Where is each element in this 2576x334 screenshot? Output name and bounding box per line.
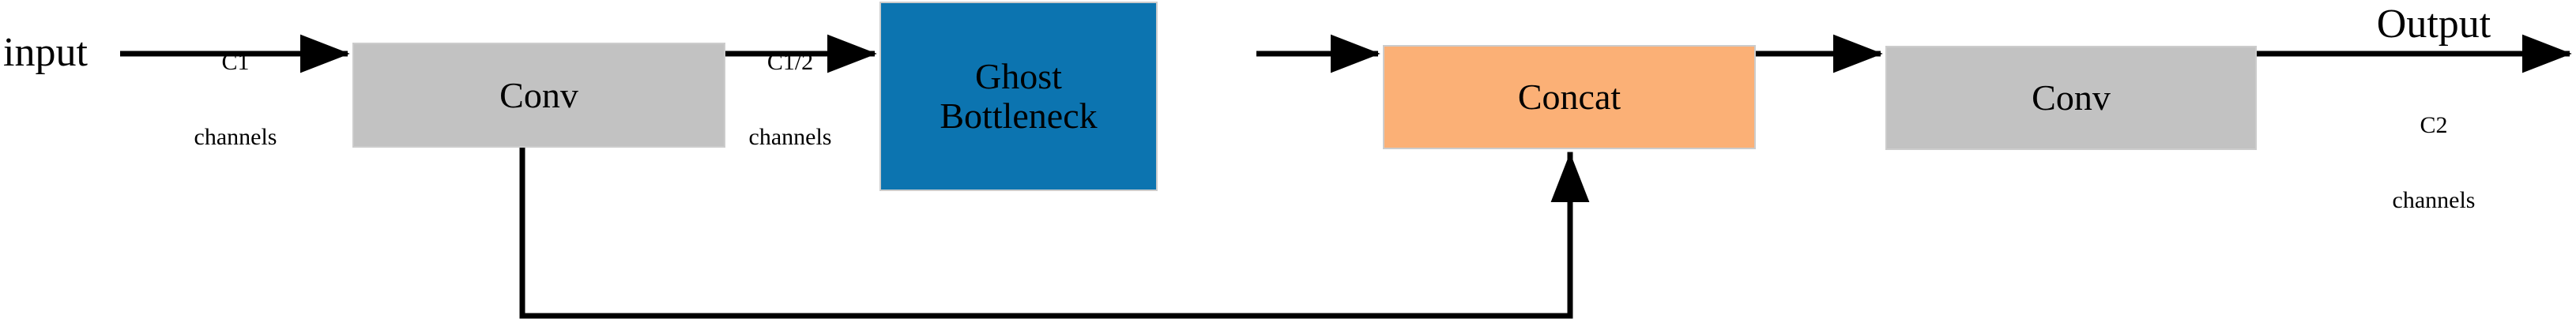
block-conv-2-label: Conv	[2032, 77, 2111, 118]
block-conv-2[interactable]: Conv	[1885, 46, 2257, 150]
edge-label-c1-line1: C1	[221, 49, 250, 75]
edge-label-c1half-line1: C1/2	[766, 49, 814, 75]
edge-label-c1half-line2: channels	[748, 123, 832, 150]
block-ghost-bottleneck[interactable]: Ghost Bottleneck	[879, 2, 1158, 191]
edge-label-c2-line2: channels	[2392, 186, 2476, 213]
edge-label-c1-channels: C1 channels	[117, 0, 354, 199]
block-concat-label: Concat	[1517, 77, 1621, 118]
edge-label-c2-line1: C2	[2420, 112, 2448, 138]
input-label: input	[3, 30, 88, 75]
block-conv-1[interactable]: Conv	[352, 43, 725, 148]
block-conv-1-label: Conv	[499, 74, 578, 115]
edge-label-c1-line2: channels	[194, 123, 277, 150]
edge-label-c1-half-channels: C1/2 channels	[695, 0, 885, 199]
edge-label-c2-channels: C2 channels	[2315, 63, 2552, 262]
block-concat[interactable]: Concat	[1383, 45, 1756, 149]
block-ghost-bottleneck-label: Ghost Bottleneck	[940, 56, 1098, 136]
output-label: Output	[2376, 2, 2491, 47]
